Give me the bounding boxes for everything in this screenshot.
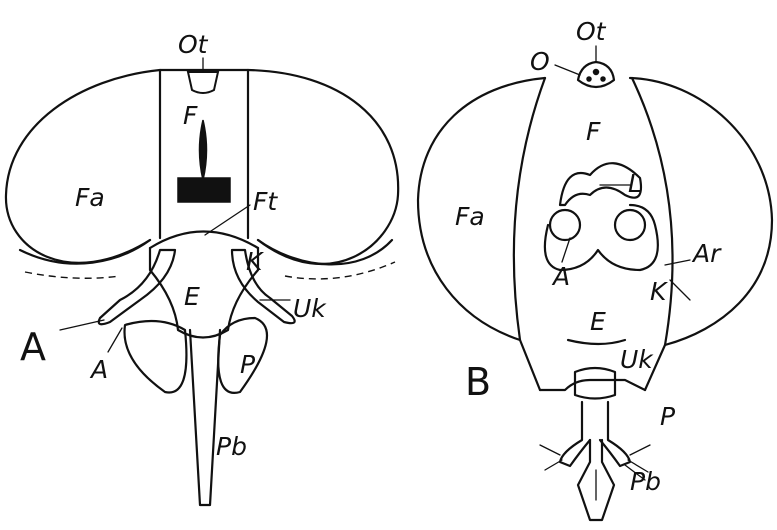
panel-a-ocellar-triangle (188, 72, 218, 93)
panel-a-label-f: F (183, 101, 198, 130)
panel-b-label-uk: Uk (620, 345, 654, 374)
panel-a-label-ot: Ot (178, 30, 209, 59)
panel-b-epistoma (568, 340, 625, 344)
panel-b-label-a: A (551, 262, 570, 291)
panel-a-leader-a (108, 328, 122, 352)
panel-a-label-ft: Ft (253, 187, 278, 216)
panel-a-label-k: K (246, 247, 265, 276)
panel-b-label-l: L (628, 169, 642, 198)
panel-a-palp-left (125, 321, 187, 392)
panel-b-label-f: F (586, 117, 601, 146)
panel-b-leader-k (670, 280, 690, 300)
panel-b-leader-ar (665, 260, 690, 265)
panel-b-letter: B (465, 360, 491, 404)
panel-a-label-p: P (240, 350, 256, 379)
panel-a-frontal-ridge (200, 120, 207, 180)
panel-a-lunula (150, 232, 258, 249)
panel-b-proboscis-base (575, 368, 615, 399)
panel-b-label-ar: Ar (691, 239, 722, 268)
panel-a-label-uk: Uk (293, 294, 327, 323)
panel-b-label-ot: Ot (576, 17, 607, 46)
panel-a-proboscis (190, 330, 220, 505)
panel-a-label-pb: Pb (216, 432, 247, 461)
panel-a-antenna-right (232, 250, 295, 323)
panel-a-arista (60, 320, 104, 330)
panel-a-eye-lower-edge (20, 240, 392, 264)
panel-a-drawing (6, 58, 398, 505)
panel-b-antenna-right (615, 210, 645, 240)
panel-a-label-fa: Fa (75, 183, 105, 212)
panel-a-label-e: E (184, 282, 200, 311)
panel-b-label-pb: Pb (630, 467, 661, 496)
panel-b-ocellus-left (587, 77, 591, 81)
panel-a-frontal-plate (178, 178, 230, 202)
panel-b-label-k: K (650, 277, 669, 306)
panel-b-lower-face (540, 380, 645, 390)
panel-b-label-p: P (660, 402, 676, 431)
panel-b-label-o: O (530, 47, 550, 76)
panel-a-leader-ft (205, 205, 250, 235)
panel-b-leader-a (562, 238, 570, 262)
panel-b-ocellus-right (601, 77, 605, 81)
panel-a-letter: A (20, 325, 46, 369)
panel-b-label-fa: Fa (455, 202, 485, 231)
panel-a-label-a: A (89, 355, 108, 384)
panel-b-leader-o (555, 65, 580, 75)
panel-b-proboscis (560, 402, 630, 466)
panel-b-antenna-left (550, 210, 580, 240)
panel-b-ocellus-center (594, 70, 599, 75)
panel-a-face (150, 248, 258, 338)
panel-b-label-e: E (590, 307, 606, 336)
